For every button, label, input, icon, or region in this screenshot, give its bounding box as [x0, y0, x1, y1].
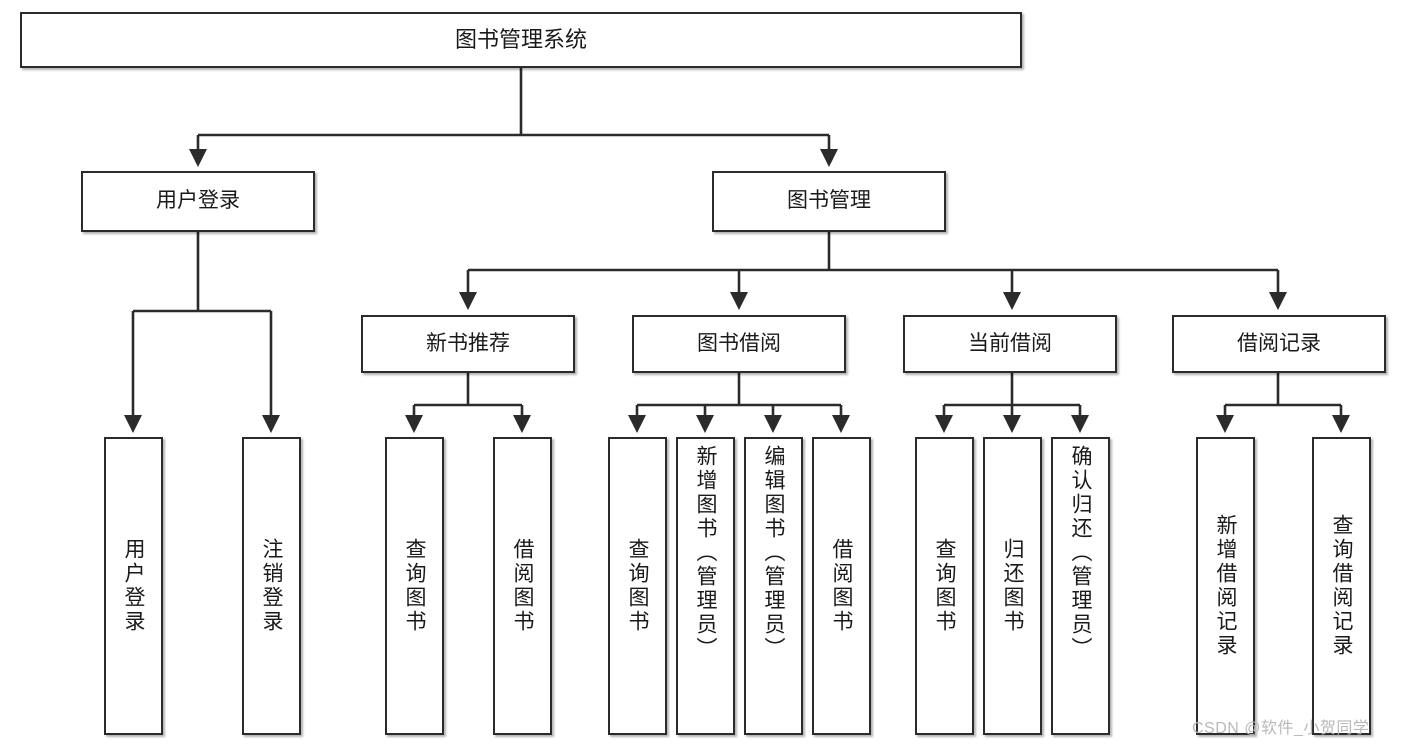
node-leaf-query-book-borrow[interactable]: 查询图书: [608, 437, 667, 735]
node-leaf-user-login[interactable]: 用户登录: [104, 437, 163, 735]
node-leaf-query-book-recommend[interactable]: 查询图书: [385, 437, 444, 735]
node-leaf-return-book[interactable]: 归还图书: [983, 437, 1042, 735]
node-label: 借阅记录: [1237, 331, 1321, 355]
node-leaf-query-borrow-record[interactable]: 查询借阅记录: [1312, 437, 1371, 735]
node-label: 注销登录: [260, 538, 283, 634]
node-leaf-borrow-book-recommend[interactable]: 借阅图书: [493, 437, 552, 735]
node-label: 当前借阅: [968, 331, 1052, 355]
node-book-borrow[interactable]: 图书借阅: [632, 315, 846, 373]
node-label: 新书推荐: [426, 331, 510, 355]
node-label: 新增借阅记录: [1214, 514, 1237, 658]
node-leaf-edit-book-admin[interactable]: 编辑图书（管理员）: [744, 437, 803, 735]
node-label: 归还图书: [1001, 538, 1024, 634]
node-book-management-system[interactable]: 图书管理系统: [20, 12, 1022, 68]
csdn-watermark: CSDN @软件_小贺同学: [1192, 720, 1370, 737]
node-label: 用户登录: [122, 538, 145, 634]
node-label: 借阅图书: [830, 538, 853, 634]
node-label: 新增图书（管理员）: [694, 445, 717, 661]
node-label: 借阅图书: [511, 538, 534, 634]
node-leaf-logout-login[interactable]: 注销登录: [242, 437, 301, 735]
node-leaf-add-book-admin[interactable]: 新增图书（管理员）: [676, 437, 735, 735]
node-label: 查询图书: [626, 538, 649, 634]
node-user-login[interactable]: 用户登录: [81, 171, 315, 232]
node-label: 图书管理系统: [454, 27, 587, 53]
node-leaf-borrow-book[interactable]: 借阅图书: [812, 437, 871, 735]
node-label: 图书管理: [787, 189, 871, 213]
node-label: 用户登录: [156, 189, 240, 213]
node-leaf-query-book-current[interactable]: 查询图书: [915, 437, 974, 735]
node-label: 编辑图书（管理员）: [762, 445, 785, 661]
node-borrow-record[interactable]: 借阅记录: [1172, 315, 1386, 373]
node-leaf-add-borrow-record[interactable]: 新增借阅记录: [1196, 437, 1255, 735]
node-label: 确认归还（管理员）: [1069, 445, 1092, 661]
node-label: 查询图书: [933, 538, 956, 634]
node-label: 图书借阅: [697, 331, 781, 355]
node-new-book-recommend[interactable]: 新书推荐: [361, 315, 575, 373]
node-leaf-confirm-return-admin[interactable]: 确认归还（管理员）: [1051, 437, 1110, 735]
node-book-management[interactable]: 图书管理: [712, 171, 946, 232]
node-current-borrow[interactable]: 当前借阅: [903, 315, 1117, 373]
node-label: 查询图书: [403, 538, 426, 634]
node-label: 查询借阅记录: [1330, 514, 1353, 658]
